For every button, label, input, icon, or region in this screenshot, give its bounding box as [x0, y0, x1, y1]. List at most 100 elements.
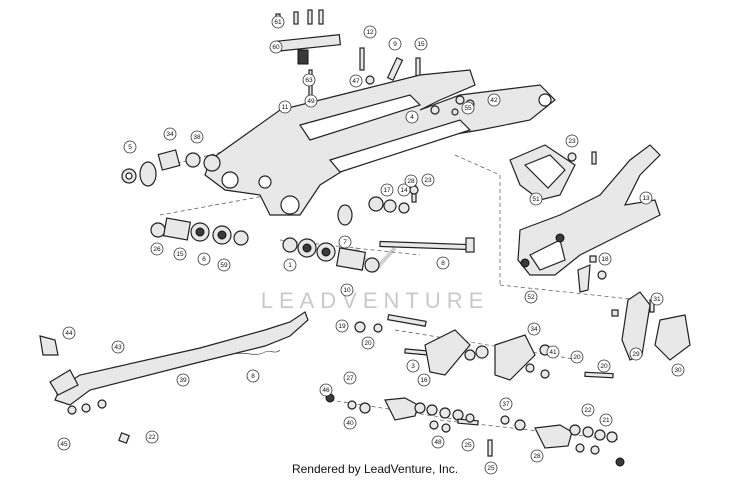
callout-number: 59 — [220, 262, 228, 269]
callout-number: 31 — [653, 296, 661, 303]
callout-22: 22 — [145, 430, 159, 444]
callout-29: 29 — [629, 347, 643, 361]
callout-number: 27 — [346, 375, 354, 382]
callout-45: 45 — [57, 437, 71, 451]
callout-number: 60 — [272, 44, 280, 51]
callout-number: 52 — [527, 294, 535, 301]
callout-number: 40 — [346, 420, 354, 427]
callout-20: 20 — [570, 350, 584, 364]
callout-circle — [597, 359, 611, 373]
callout-31: 31 — [650, 292, 664, 306]
callout-number: 20 — [573, 354, 581, 361]
callout-circle — [173, 247, 187, 261]
callout-number: 20 — [364, 340, 372, 347]
callout-28: 28 — [404, 174, 418, 188]
callout-number: 21 — [602, 417, 610, 424]
callout-number: 25 — [487, 465, 495, 472]
callout-circle — [150, 242, 164, 256]
callout-6: 6 — [197, 252, 211, 266]
callout-number: 16 — [420, 377, 428, 384]
callout-circle — [529, 192, 543, 206]
callout-number: 1 — [288, 262, 292, 269]
callout-number: 14 — [400, 187, 408, 194]
callout-circle — [436, 256, 450, 270]
callout-20: 20 — [597, 359, 611, 373]
callout-number: 46 — [322, 387, 330, 394]
callout-number: 5 — [128, 144, 132, 151]
callout-circle — [629, 347, 643, 361]
callout-61: 61 — [271, 15, 285, 29]
callout-3: 3 — [406, 359, 420, 373]
callout-circle — [397, 183, 411, 197]
callout-circle — [304, 94, 318, 108]
callout-number: 44 — [65, 330, 73, 337]
leadventure-watermark: LEADVENTURE — [261, 246, 483, 313]
callout-18: 18 — [598, 252, 612, 266]
callout-circle — [278, 100, 292, 114]
callout-circle — [271, 15, 285, 29]
footer-credit: Rendered by LeadVenture, Inc. — [291, 462, 459, 476]
callout-42: 42 — [487, 93, 501, 107]
callout-circle — [163, 127, 177, 141]
callout-circle — [361, 336, 375, 350]
callout-48: 48 — [431, 435, 445, 449]
callout-circle — [335, 319, 349, 333]
callout-number: 15 — [417, 41, 425, 48]
callout-circle — [405, 110, 419, 124]
callout-15: 15 — [173, 247, 187, 261]
callout-4: 4 — [405, 110, 419, 124]
callout-circle — [484, 461, 498, 475]
callout-number: 19 — [338, 323, 346, 330]
callout-number: 34 — [166, 131, 174, 138]
callout-8: 8 — [246, 369, 260, 383]
callout-circle — [530, 449, 544, 463]
callout-circle — [461, 101, 475, 115]
callout-51: 51 — [529, 192, 543, 206]
callout-number: 39 — [179, 377, 187, 384]
callout-44: 44 — [62, 326, 76, 340]
callout-circle — [388, 37, 402, 51]
callout-19: 19 — [335, 319, 349, 333]
bolt-61d — [318, 9, 324, 25]
callout-38: 38 — [190, 130, 204, 144]
callout-37: 37 — [499, 397, 513, 411]
callout-number: 47 — [352, 78, 360, 85]
callout-number: 20 — [600, 363, 608, 370]
callout-circle — [343, 371, 357, 385]
callout-circle — [524, 290, 538, 304]
callout-circle — [565, 134, 579, 148]
callout-41: 41 — [546, 345, 560, 359]
callout-circle — [349, 74, 363, 88]
callout-circle — [62, 326, 76, 340]
callout-49: 49 — [304, 94, 318, 108]
callout-26: 26 — [150, 242, 164, 256]
pin-9 — [386, 56, 404, 82]
callout-circle — [406, 359, 420, 373]
callout-23: 23 — [565, 134, 579, 148]
callout-number: 41 — [549, 349, 557, 356]
callout-circle — [197, 252, 211, 266]
callout-circle — [283, 258, 297, 272]
callout-number: 61 — [274, 19, 282, 26]
callout-number: 63 — [305, 77, 313, 84]
callout-number: 23 — [568, 138, 576, 145]
callout-10: 10 — [340, 283, 354, 297]
callout-number: 51 — [532, 196, 540, 203]
bolt-15 — [415, 57, 421, 77]
callout-circle — [269, 40, 283, 54]
callout-circle — [145, 430, 159, 444]
callout-21: 21 — [599, 413, 613, 427]
callout-circle — [343, 416, 357, 430]
callout-circle — [57, 437, 71, 451]
callout-circle — [302, 73, 316, 87]
chain-slider-14 — [517, 144, 661, 276]
callout-circle — [431, 435, 445, 449]
callout-25: 25 — [461, 438, 475, 452]
callout-63: 63 — [302, 73, 316, 87]
callout-number: 8 — [441, 260, 445, 267]
callout-40: 40 — [343, 416, 357, 430]
callout-number: 22 — [584, 407, 592, 414]
callout-number: 42 — [490, 97, 498, 104]
callout-circle — [217, 258, 231, 272]
callout-circle — [487, 93, 501, 107]
